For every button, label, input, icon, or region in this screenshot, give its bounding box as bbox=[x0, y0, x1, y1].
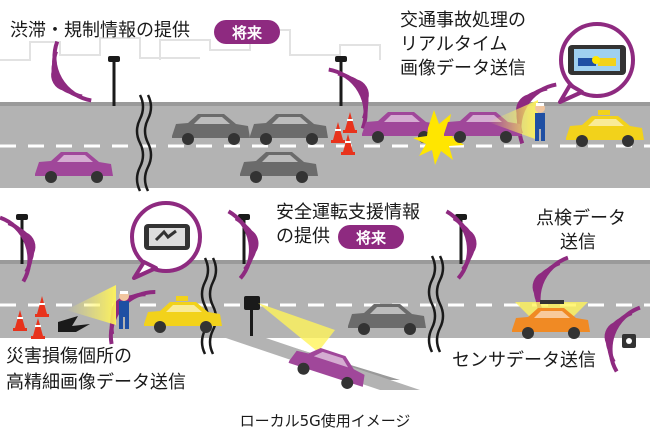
road-break-mark bbox=[200, 257, 210, 355]
signal-wave-icon bbox=[36, 39, 94, 114]
camera-beam bbox=[488, 100, 538, 140]
svg-text:送信: 送信 bbox=[560, 232, 596, 253]
svg-text:安全運転支援情報: 安全運転支援情報 bbox=[276, 202, 420, 223]
future-badge: 将来 bbox=[214, 20, 280, 44]
svg-text:将来: 将来 bbox=[232, 24, 263, 42]
damage-image-bubble bbox=[130, 201, 202, 280]
future-badge: 将来 bbox=[338, 225, 404, 249]
traffic-officer-icon bbox=[535, 103, 545, 141]
svg-text:災害損傷個所の: 災害損傷個所の bbox=[6, 346, 132, 367]
road-break-mark bbox=[208, 257, 218, 355]
label-congestion: 渋滞・規制情報の提供 bbox=[10, 20, 190, 41]
road-break-mark bbox=[143, 94, 153, 192]
road-break-mark bbox=[435, 255, 445, 353]
roadside-camera-icon bbox=[244, 296, 260, 336]
svg-text:交通事故処理の: 交通事故処理の bbox=[400, 10, 526, 31]
antenna-pole bbox=[108, 56, 120, 106]
svg-text:リアルタイム: リアルタイム bbox=[400, 34, 507, 55]
label-sensor: センサデータ送信 bbox=[452, 350, 596, 371]
taxi-car bbox=[144, 296, 222, 333]
label-inspection: 点検データ 送信 bbox=[536, 208, 626, 253]
svg-text:画像データ送信: 画像データ送信 bbox=[400, 58, 526, 79]
svg-text:渋滞・規制情報の提供: 渋滞・規制情報の提供 bbox=[10, 20, 190, 41]
camera-beam bbox=[66, 285, 116, 325]
road-break-mark bbox=[135, 94, 145, 192]
label-accident: 交通事故処理の リアルタイム 画像データ送信 bbox=[400, 10, 526, 79]
label-disaster: 災害損傷個所の 高精細画像データ送信 bbox=[6, 346, 186, 393]
collision-burst-icon bbox=[413, 110, 464, 165]
svg-text:高精細画像データ送信: 高精細画像データ送信 bbox=[6, 372, 186, 393]
smartphone-bubble bbox=[558, 22, 635, 104]
inspector-icon bbox=[119, 291, 129, 329]
figure-caption: ローカル5G使用イメージ bbox=[240, 412, 411, 430]
purple-car bbox=[286, 340, 371, 394]
svg-text:センサデータ送信: センサデータ送信 bbox=[452, 350, 596, 371]
orange-inspection-car bbox=[512, 300, 590, 339]
road-break-mark bbox=[427, 255, 437, 353]
antenna-pole bbox=[335, 56, 347, 106]
svg-text:点検データ: 点検データ bbox=[536, 208, 626, 229]
sensor-device-icon bbox=[622, 334, 636, 348]
svg-text:の提供: の提供 bbox=[276, 226, 330, 247]
svg-text:将来: 将来 bbox=[356, 229, 387, 247]
taxi-car bbox=[566, 110, 644, 147]
camera-beam bbox=[258, 303, 335, 352]
label-safety: 安全運転支援情報 の提供 bbox=[276, 202, 420, 247]
road-damage-icon bbox=[58, 316, 90, 332]
